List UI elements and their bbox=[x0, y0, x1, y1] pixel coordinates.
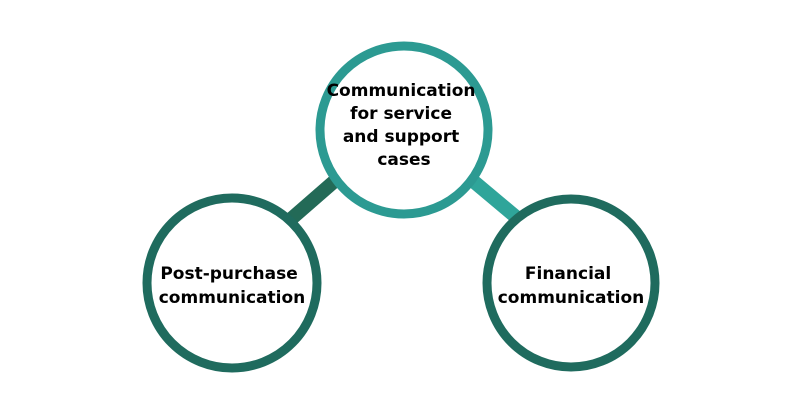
node-label-right-line-2: communication bbox=[498, 288, 645, 308]
node-post-purchase: Post-purchase communication bbox=[142, 193, 322, 373]
node-label-right-line-1: Financial bbox=[525, 264, 611, 284]
node-circle-left bbox=[142, 193, 322, 373]
node-label-top-line-1: Communication bbox=[327, 81, 476, 101]
node-financial: Financial communication bbox=[482, 194, 660, 372]
node-label-top-line-2: for service bbox=[350, 104, 452, 124]
node-label-top-line-3: and support bbox=[343, 127, 459, 147]
node-service-support: Communication for service and support ca… bbox=[315, 41, 493, 219]
node-circle-right bbox=[482, 194, 660, 372]
node-label-left-line-2: communication bbox=[159, 288, 306, 308]
node-label-left-line-1: Post-purchase bbox=[160, 264, 297, 284]
node-label-left: Post-purchase communication bbox=[159, 264, 306, 308]
node-label-top: Communication for service and support ca… bbox=[327, 81, 482, 170]
node-label-right: Financial communication bbox=[498, 264, 645, 308]
node-circle-top bbox=[315, 41, 493, 219]
node-label-top-line-4: cases bbox=[377, 150, 430, 170]
